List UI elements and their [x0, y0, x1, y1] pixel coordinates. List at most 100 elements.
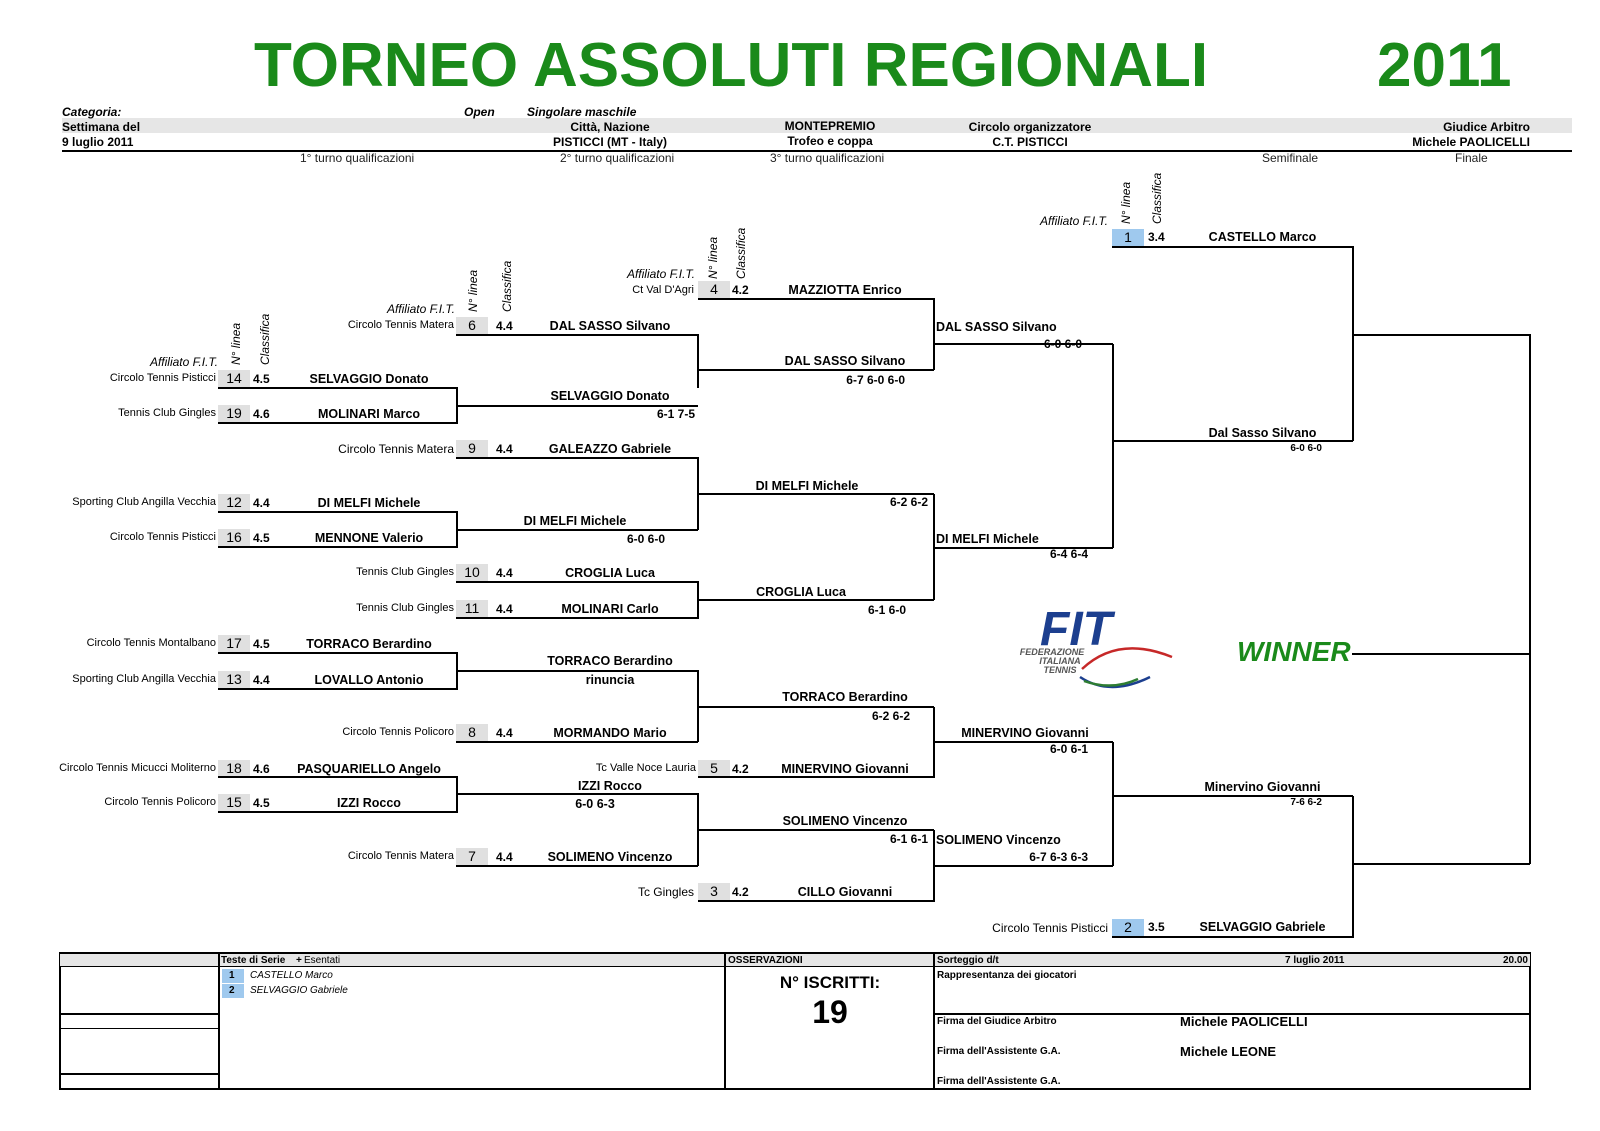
- entry-rank: 3.4: [1148, 230, 1165, 244]
- entry-number: 17: [218, 635, 250, 652]
- seed-number: 2: [229, 985, 235, 996]
- entry-name: SOLIMENO Vincenzo: [547, 850, 673, 864]
- iscritti-value: 19: [812, 994, 848, 1030]
- entry-rank: 4.4: [496, 850, 513, 864]
- fit-logo: FIT FEDERAZIONE ITALIANA TENNIS: [1000, 603, 1180, 695]
- round-label-final: Finale: [1455, 151, 1488, 165]
- entry-number: 3: [698, 883, 730, 900]
- entry-number: 15: [218, 794, 250, 811]
- entry-rank: 4.4: [496, 442, 513, 456]
- circolo-value: C.T. PISTICCI: [992, 135, 1068, 149]
- entry-number: 18: [218, 760, 250, 777]
- osservazioni-label: OSSERVAZIONI: [728, 955, 803, 966]
- rappresentanza-label: Rappresentanza dei giocatori: [937, 970, 1077, 981]
- entry-number: 2: [1112, 919, 1144, 936]
- entry-rank: 4.6: [253, 407, 270, 421]
- result-name: CROGLIA Luca: [756, 585, 846, 599]
- round-label-2: 2° turno qualificazioni: [560, 151, 675, 165]
- fit-logo-line1: FEDERAZIONE: [1020, 647, 1086, 657]
- entry-name: MOLINARI Marco: [317, 407, 421, 421]
- entry-number: 12: [218, 494, 250, 511]
- winner-label: WINNER: [1237, 636, 1351, 667]
- entry-name: CASTELLO Marco: [1208, 230, 1317, 244]
- entry-rank: 4.4: [253, 496, 270, 510]
- sorteggio-date: 7 luglio 2011: [1285, 955, 1345, 966]
- entry-rank: 4.5: [253, 796, 270, 810]
- montepremio-label: MONTEPREMIO: [784, 119, 876, 133]
- seed-name: SELVAGGIO Gabriele: [250, 985, 348, 996]
- entry-name: PASQUARIELLO Angelo: [297, 762, 441, 776]
- entry-number: 13: [218, 671, 250, 688]
- footer-header-band: [60, 954, 1530, 967]
- entry-name: DAL SASSO Silvano: [549, 319, 671, 333]
- entry-club: Ct Val D'Agri: [632, 284, 694, 296]
- entry-club: Tennis Club Gingles: [118, 407, 216, 419]
- entry-name: TORRACO Berardino: [306, 637, 432, 651]
- entry-number: 5: [698, 760, 730, 777]
- entry-name: CROGLIA Luca: [565, 566, 655, 580]
- entry-rank: 4.2: [732, 283, 749, 297]
- iscritti-label: N° ISCRITTI:: [779, 973, 881, 992]
- entry-rank: 3.5: [1148, 920, 1165, 934]
- entry-club: Circolo Tennis Pisticci: [992, 921, 1108, 935]
- entry-name: MINERVINO Giovanni: [781, 762, 909, 776]
- affiliato-label: Affiliato F.I.T.: [149, 355, 218, 369]
- result-name: MINERVINO Giovanni: [961, 726, 1089, 740]
- result-name: IZZI Rocco: [578, 779, 642, 793]
- entry-number: 6: [456, 317, 488, 334]
- result-score: 6-1 7-5: [656, 407, 695, 421]
- year: 2011: [1377, 31, 1512, 100]
- entry-number: 7: [456, 848, 488, 865]
- result-score: 6-1 6-1: [889, 832, 928, 846]
- entry-club: Circolo Tennis Montalbano: [86, 637, 216, 649]
- entry-number: 10: [456, 564, 488, 581]
- result-name: DI MELFI Michele: [523, 514, 627, 528]
- result-score: 6-2 6-2: [889, 495, 928, 509]
- result-score: 6-4 6-4: [1049, 547, 1088, 561]
- seed-number: 1: [229, 970, 235, 981]
- categoria-label: Categoria:: [62, 105, 122, 119]
- entry-rank: 4.5: [253, 531, 270, 545]
- entry-club: Sporting Club Angilla Vecchia: [72, 673, 216, 685]
- sorteggio-label: Sorteggio d/t: [937, 955, 999, 966]
- result-score: 6-2 6-2: [871, 709, 910, 723]
- affiliato-label: Affiliato F.I.T.: [626, 267, 695, 281]
- entry-number: 4: [698, 281, 730, 298]
- entry-number: 11: [456, 600, 488, 617]
- entry-number: 8: [456, 724, 488, 741]
- giudice-value: Michele PAOLICELLI: [1412, 135, 1530, 149]
- entry-name: IZZI Rocco: [337, 796, 401, 810]
- entry-name: DI MELFI Michele: [317, 496, 421, 510]
- result-name: DI MELFI Michele: [936, 532, 1039, 546]
- result-name: DAL SASSO Silvano: [784, 354, 906, 368]
- result-score: 6-0 6-1: [1049, 742, 1088, 756]
- entry-name: MOLINARI Carlo: [561, 602, 659, 616]
- result-score: rinuncia: [585, 673, 635, 687]
- result-score: 6-0 6-0: [626, 532, 665, 546]
- entry-club: Circolo Tennis Pisticci: [109, 531, 216, 543]
- fit-logo-line3: TENNIS: [1043, 665, 1076, 675]
- entry-name: LOVALLO Antonio: [314, 673, 424, 687]
- entry-name: SELVAGGIO Donato: [309, 372, 429, 386]
- montepremio-value: Trofeo e coppa: [787, 134, 873, 148]
- round-label-1: 1° turno qualificazioni: [300, 151, 415, 165]
- entry-number: 16: [218, 529, 250, 546]
- entry-club: Tennis Club Gingles: [356, 602, 454, 614]
- result-score: 6-1 6-0: [867, 603, 906, 617]
- entry-club: Circolo Tennis Matera: [338, 442, 454, 456]
- entry-rank: 4.4: [496, 726, 513, 740]
- result-score: 6-0 6-0: [1290, 443, 1322, 454]
- entry-rank: 4.2: [732, 885, 749, 899]
- result-name: TORRACO Berardino: [547, 654, 673, 668]
- result-score: 6-7 6-0 6-0: [846, 373, 905, 387]
- entry-number: 1: [1112, 229, 1144, 246]
- result-name: SELVAGGIO Donato: [550, 389, 670, 403]
- entry-club: Sporting Club Angilla Vecchia: [72, 496, 216, 508]
- firma-assistente-value: Michele LEONE: [1180, 1044, 1277, 1059]
- fit-logo-brand: FIT: [1040, 605, 1116, 656]
- result-name: DAL SASSO Silvano: [936, 320, 1057, 334]
- fit-logo-line2: ITALIANA: [1039, 656, 1080, 666]
- footer-box: [59, 952, 1531, 1090]
- entry-club: Circolo Tennis Micucci Moliterno: [59, 762, 216, 774]
- result-name: Minervino Giovanni: [1204, 780, 1321, 794]
